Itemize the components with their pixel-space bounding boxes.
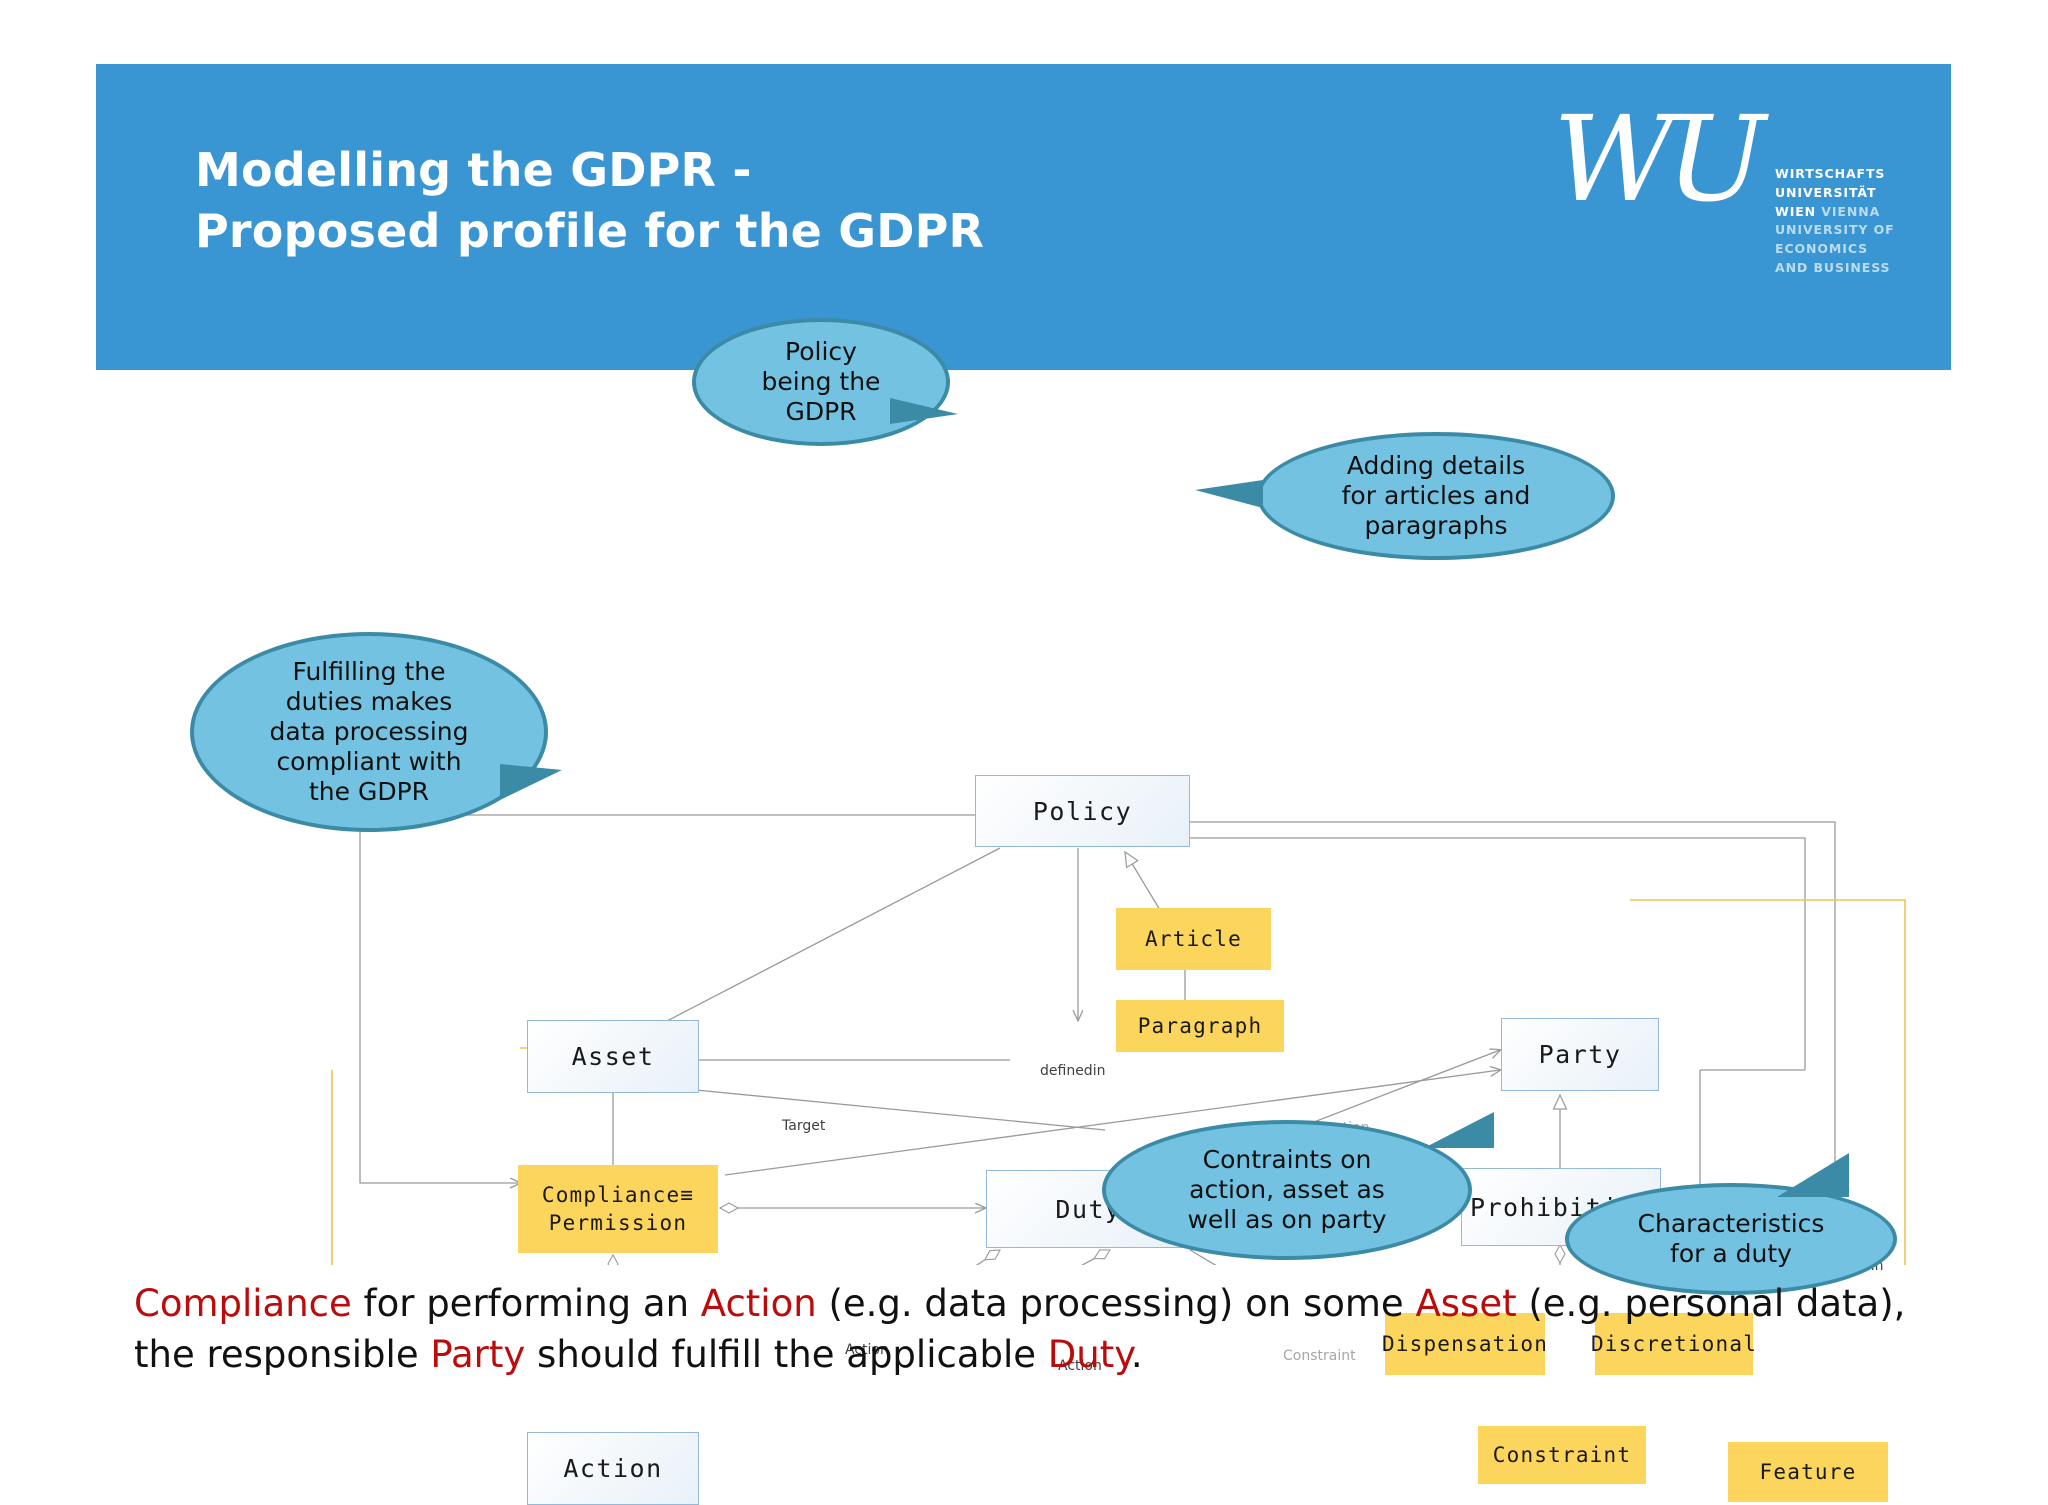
edge-label-action-left: Action — [845, 1342, 889, 1358]
wu-logo-line-4: UNIVERSITY OF — [1775, 222, 1895, 238]
caption-term-duty: Duty — [1047, 1333, 1131, 1377]
callout-constraints-on[interactable]: Contraints on action, asset as well as o… — [1102, 1112, 1494, 1260]
callout-characteristics-text: Characteristics for a duty — [1565, 1183, 1897, 1295]
callout-policy-gdpr-tail — [890, 398, 958, 424]
callout-fulfilling[interactable]: Fulfilling the duties makes data process… — [190, 632, 562, 832]
wu-logo-line-6: AND BUSINESS — [1775, 259, 1891, 275]
caption-text-2: (e.g. data processing) on some — [816, 1282, 1416, 1325]
node-paragraph[interactable]: Paragraph — [1116, 1000, 1284, 1052]
edge-label-action-mid: Action — [1058, 1358, 1102, 1374]
caption-term-compliance: Compliance — [134, 1282, 352, 1325]
caption-text-5: . — [1130, 1333, 1143, 1377]
callout-article-details-text: Adding details for articles and paragrap… — [1257, 432, 1615, 560]
caption-text-1: for performing an — [351, 1282, 701, 1325]
caption-term-action: Action — [700, 1282, 817, 1325]
node-asset[interactable]: Asset — [527, 1020, 699, 1093]
callout-fulfilling-text: Fulfilling the duties makes data process… — [190, 632, 548, 832]
node-constraint[interactable]: Constraint — [1478, 1426, 1646, 1484]
node-dispensation[interactable]: Dispensation — [1382, 1313, 1547, 1375]
callout-characteristics-tail — [1777, 1153, 1849, 1197]
node-compliance-permission[interactable]: Compliance≡ Permission — [518, 1165, 718, 1253]
callout-article-details[interactable]: Adding details for articles and paragrap… — [1195, 432, 1615, 560]
node-action[interactable]: Action — [527, 1432, 699, 1505]
callout-policy-gdpr[interactable]: Policy being the GDPR — [692, 318, 958, 446]
title-band — [96, 64, 1951, 370]
callout-constraints-on-tail — [1424, 1112, 1494, 1148]
node-article[interactable]: Article — [1116, 908, 1271, 970]
uml-profile-diagram: Policy Article Paragraph Asset Party Com… — [0, 318, 2048, 1505]
callout-constraints-on-text: Contraints on action, asset as well as o… — [1102, 1120, 1472, 1260]
node-feature[interactable]: Feature — [1728, 1442, 1888, 1502]
wu-logo-mark: WU — [1553, 90, 1766, 228]
caption-term-party: Party — [430, 1333, 526, 1377]
caption: Compliance for performing an Action (e.g… — [134, 1278, 1924, 1380]
node-policy[interactable]: Policy — [975, 775, 1190, 847]
wu-logo-line-5: ECONOMICS — [1775, 241, 1869, 256]
edge-label-constraint: Constraint — [1283, 1348, 1356, 1364]
caption-text-4: should fulfill the applicable — [525, 1333, 1048, 1377]
wu-logo: WU WIRTSCHAFTS UNIVERSITÄT WIEN VIENNA U… — [1553, 90, 1935, 290]
page-title: Modelling the GDPR - Proposed profile fo… — [195, 143, 985, 258]
node-discretional[interactable]: Discretional — [1591, 1313, 1756, 1375]
callout-characteristics[interactable]: Characteristics for a duty — [1565, 1153, 1897, 1295]
wu-logo-line-2: UNIVERSITÄT — [1775, 184, 1877, 200]
wu-logo-subtitle: WIRTSCHAFTS UNIVERSITÄT WIEN VIENNA UNIV… — [1775, 165, 1935, 278]
caption-text-3: (e.g. personal data), the responsible — [134, 1282, 1906, 1377]
wu-logo-line-3: WIEN VIENNA — [1775, 203, 1881, 219]
edge-label-definedin-policy: definedin — [1040, 1063, 1106, 1079]
caption-term-asset: Asset — [1415, 1282, 1517, 1325]
callout-fulfilling-tail — [500, 764, 562, 800]
node-party[interactable]: Party — [1501, 1018, 1659, 1091]
edge-label-target: Target — [782, 1118, 826, 1134]
callout-policy-gdpr-text: Policy being the GDPR — [692, 318, 950, 446]
wu-logo-line-1: WIRTSCHAFTS — [1775, 166, 1886, 181]
callout-article-details-tail — [1195, 480, 1263, 508]
